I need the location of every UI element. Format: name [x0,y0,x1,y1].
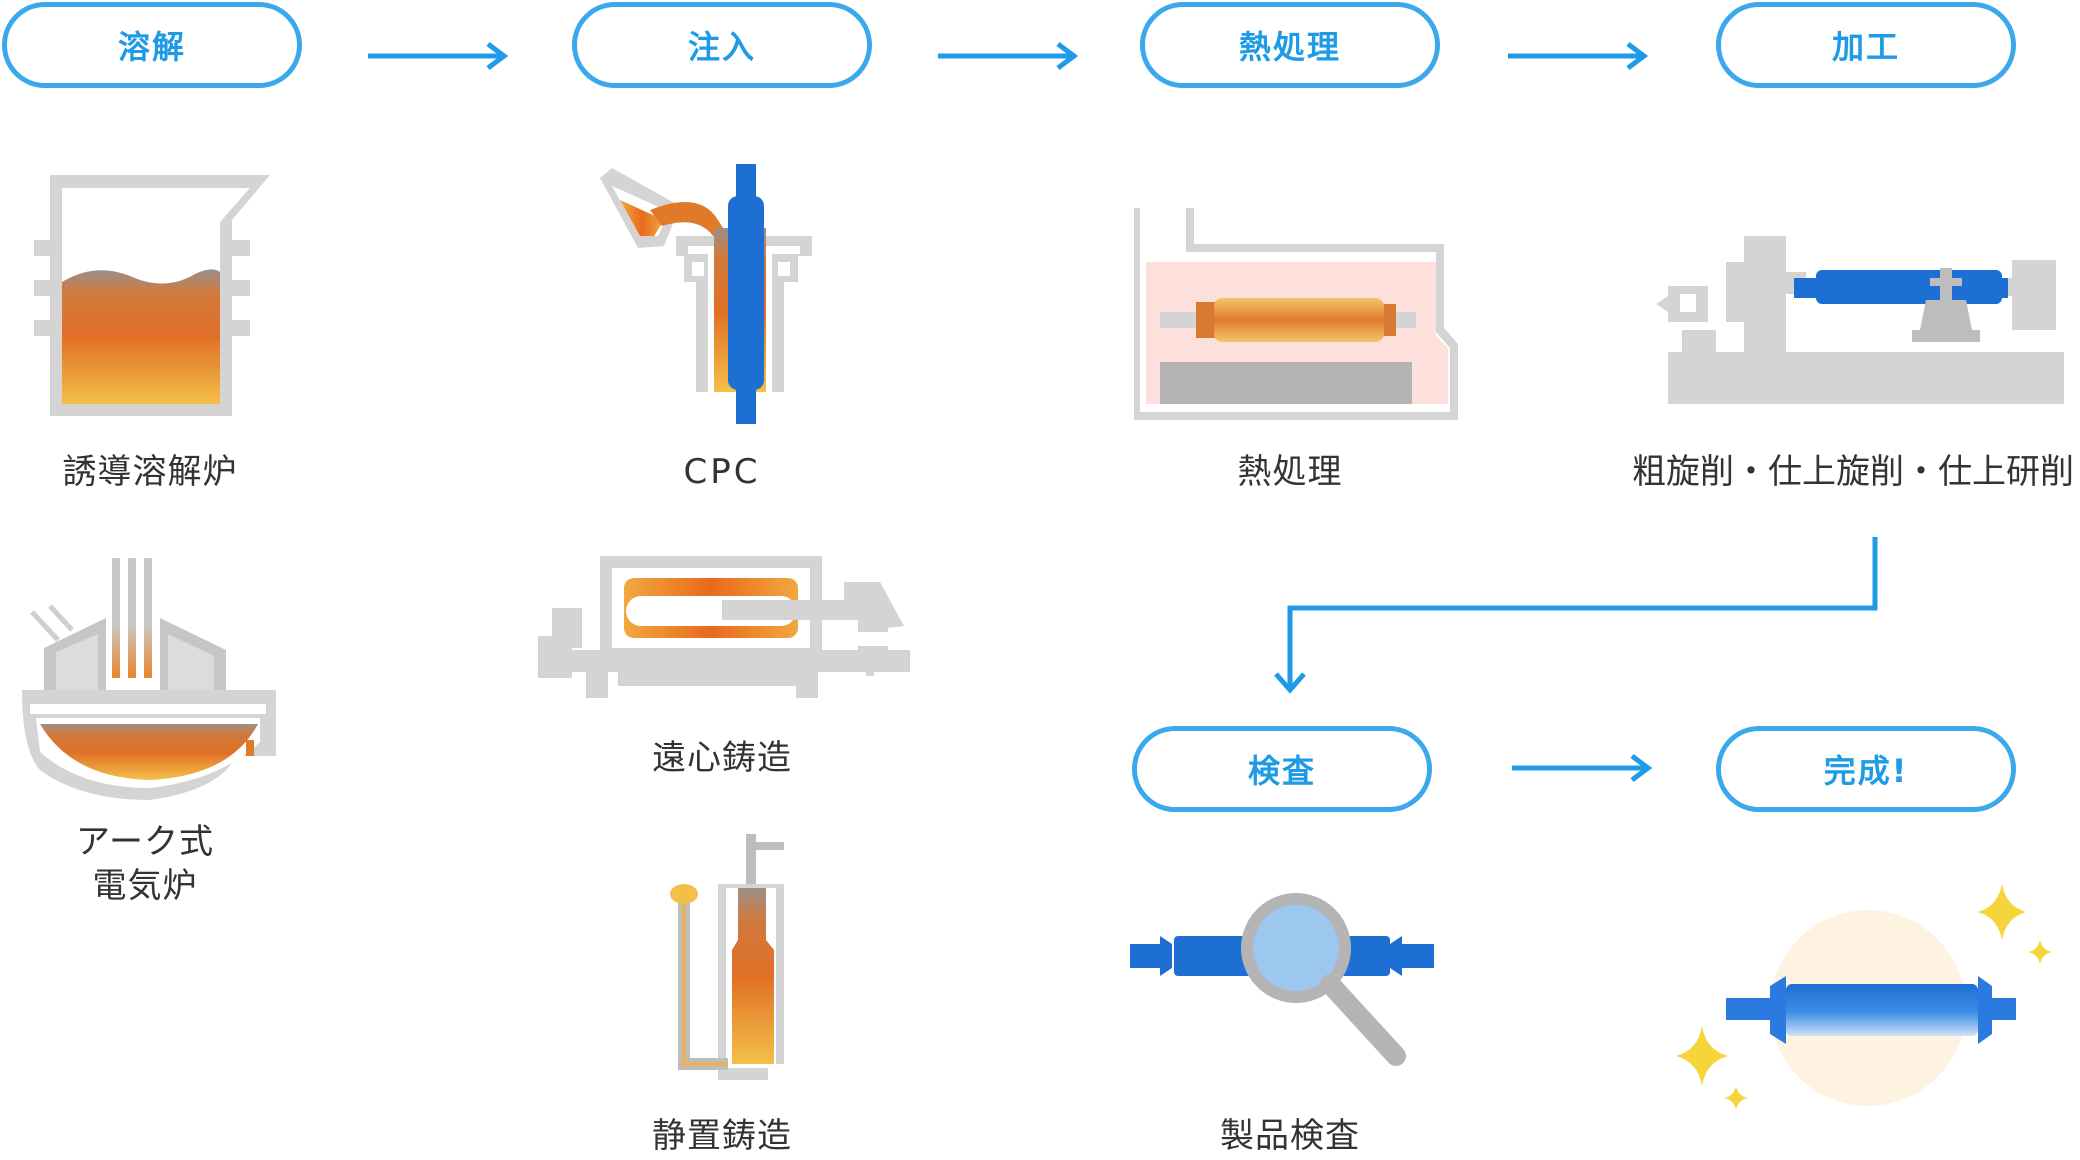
static-casting-illustration [670,834,784,1080]
heat-treatment-label: 熱処理 [1237,452,1343,492]
sparkle-icon [2028,940,2052,964]
sparkle-icon [1676,1026,1728,1086]
product-inspection-label: 製品検査 [1220,1116,1360,1156]
flow-arrow-heat-treatment-to-machining [1508,42,1649,70]
induction-furnace-illustration [34,175,270,416]
flow-arrow-melting-to-pouring [368,42,509,70]
step-machining-label: 加工 [1831,28,1900,66]
arc-furnace-label-line2: 電気炉 [92,866,198,907]
step-pouring: 注入 [572,2,872,88]
flow-arrow-inspection-to-completion [1512,754,1653,782]
sparkle-icon [1724,1086,1748,1110]
completed-roll-illustration [1676,884,2052,1110]
step-inspection-label: 検査 [1247,752,1316,790]
product-inspection-illustration [1130,893,1434,1066]
step-melting-label: 溶解 [117,28,186,66]
step-completion-label: 完成! [1823,752,1909,790]
flow-arrow-pouring-to-heat-treatment [938,42,1079,70]
heat-treatment-furnace-illustration [1134,208,1458,420]
centrifugal-casting-label: 遠心鋳造 [652,738,792,778]
step-melting: 溶解 [2,2,302,88]
cpc-label: CPC [683,452,761,492]
step-pouring-label: 注入 [687,28,756,66]
cpc-illustration [600,164,812,424]
arc-furnace-label: アーク式 電気炉 [0,820,290,908]
step-heat-treatment: 熱処理 [1140,2,1440,88]
flow-arrow-machining-to-inspection [1274,537,1878,694]
centrifugal-casting-illustration [538,556,910,698]
arc-furnace-label-line1: アーク式 [76,822,214,862]
arc-furnace-illustration [22,558,276,800]
induction-furnace-label: 誘導溶解炉 [62,452,238,492]
machining-processes-label: 粗旋削・仕上旋削・仕上研削 [1632,452,2074,492]
machining-lathe-illustration [1656,236,2064,404]
step-heat-treatment-label: 熱処理 [1238,28,1341,66]
step-machining: 加工 [1716,2,2016,88]
sparkle-icon [1978,884,2026,940]
step-inspection: 検査 [1132,726,1432,812]
static-casting-label: 静置鋳造 [652,1116,792,1156]
step-completion: 完成! [1716,726,2016,812]
